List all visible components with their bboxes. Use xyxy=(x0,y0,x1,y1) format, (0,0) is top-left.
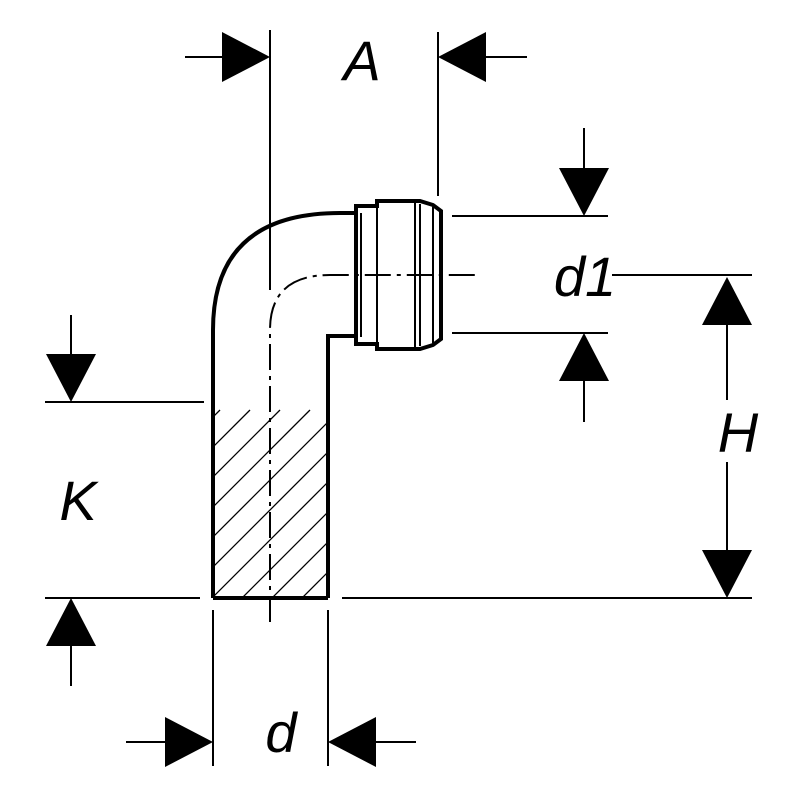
dim-k-arrow-up xyxy=(46,598,96,646)
dim-k-arrow-down xyxy=(46,354,96,402)
dim-h-arrow-up xyxy=(702,277,752,325)
dim-d-arrow-left xyxy=(328,717,376,767)
dim-a-arrow-right xyxy=(438,32,486,82)
dim-h-arrow-down xyxy=(702,550,752,598)
dimension-k: K xyxy=(45,315,204,686)
dimension-d: d xyxy=(126,610,416,767)
label-d1: d1 xyxy=(554,245,616,308)
centre-lines xyxy=(269,30,475,622)
pipe-bend-body xyxy=(211,211,356,600)
label-k: K xyxy=(59,469,99,532)
label-a: A xyxy=(340,29,380,92)
bend-inner-contour xyxy=(326,334,356,598)
bend-outer-contour xyxy=(211,211,356,598)
dim-d1-arrow-down xyxy=(559,168,609,216)
insertion-depth-hatch xyxy=(213,409,328,598)
dimension-h: H xyxy=(612,274,759,598)
bend-centre-line xyxy=(269,274,475,622)
dimension-a: A xyxy=(185,29,527,196)
dim-h-label-gap xyxy=(698,400,758,462)
dim-d-arrow-right xyxy=(165,717,213,767)
label-d: d xyxy=(265,701,298,764)
dim-d1-arrow-up xyxy=(559,333,609,381)
dimension-d1: d1 xyxy=(452,128,616,422)
dim-a-arrow-left xyxy=(222,32,270,82)
label-h: H xyxy=(718,401,759,464)
